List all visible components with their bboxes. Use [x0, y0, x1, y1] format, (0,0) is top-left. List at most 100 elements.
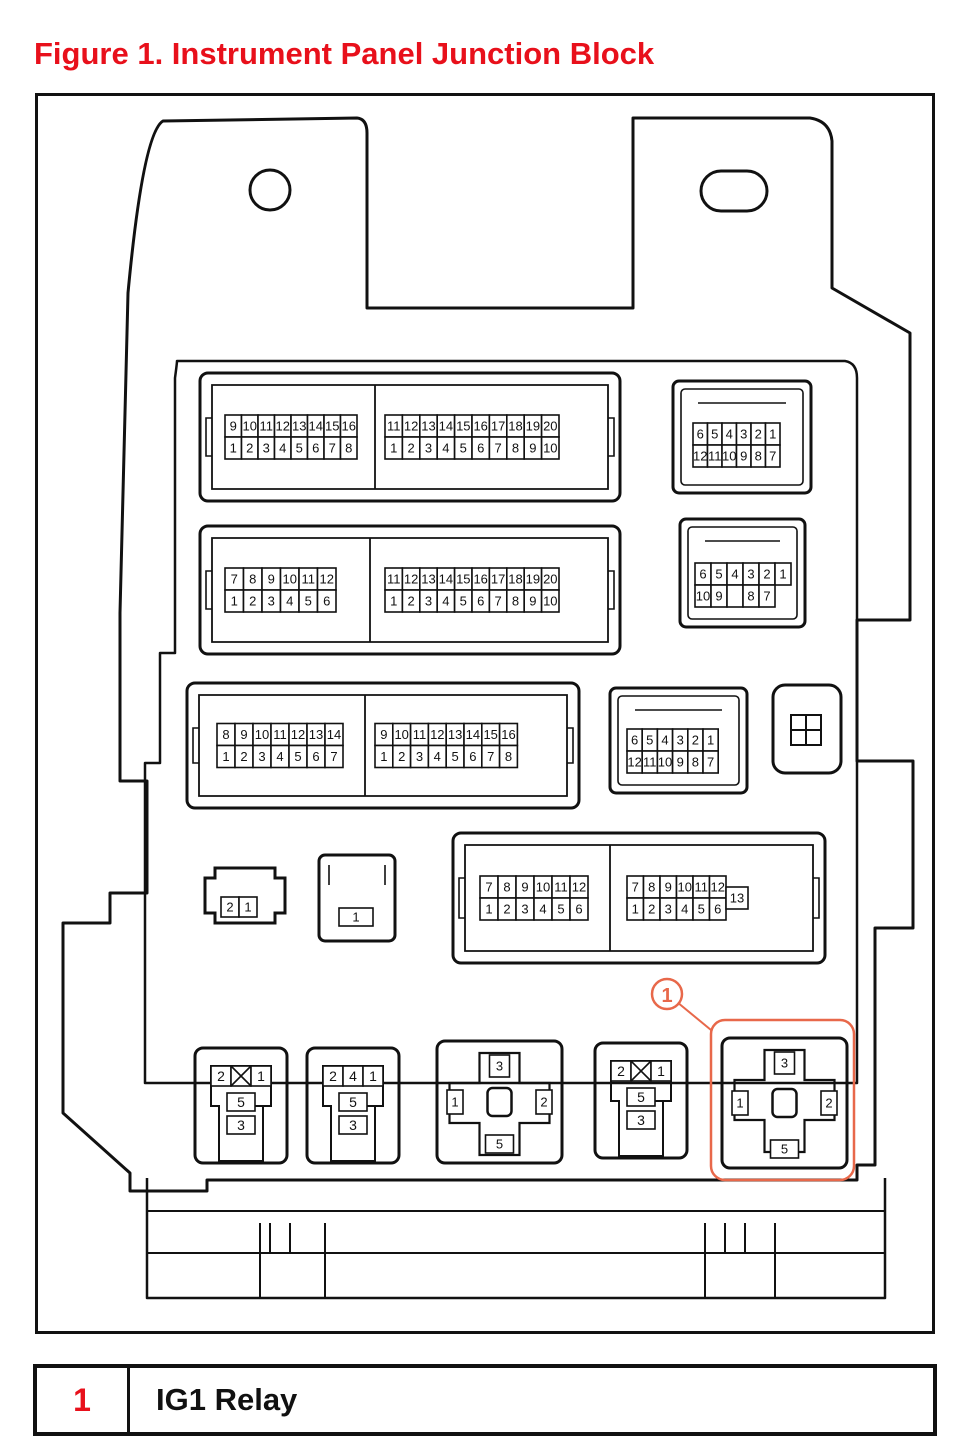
relay-center [771, 1087, 798, 1119]
pin-label: 7 [494, 441, 501, 456]
pin-cell [362, 1065, 384, 1087]
pin-label: 10 [658, 755, 672, 770]
relay-outer [193, 1046, 289, 1165]
pin-label: 1 [369, 1068, 377, 1084]
connector-outer [317, 853, 397, 943]
pin-label: 18 [508, 572, 522, 587]
pin-label: 15 [456, 572, 470, 587]
lower-tab [145, 1178, 887, 1300]
pin-label: 1 [779, 567, 786, 582]
legend-row: 1 IG1 Relay [35, 1366, 935, 1434]
pin-label: 4 [681, 902, 688, 917]
pin-label: 9 [380, 727, 387, 742]
pin-label: 8 [503, 880, 510, 895]
connector-inner [617, 695, 740, 786]
pin-label: 8 [648, 880, 655, 895]
connector-inner [680, 388, 804, 486]
pin-label: 10 [255, 727, 269, 742]
pin-label: 2 [249, 594, 256, 609]
pin-label: 3 [747, 567, 754, 582]
pin-label: 2 [503, 902, 510, 917]
pin-label: 12 [291, 727, 305, 742]
pin-label: 4 [279, 441, 286, 456]
pin-label: 7 [329, 441, 336, 456]
relay-outer [435, 1039, 564, 1165]
relay-body [733, 1048, 836, 1154]
pin-cell [540, 589, 560, 613]
pin-cell [650, 1060, 672, 1082]
relay-outer [305, 1046, 401, 1165]
pin-label: 4 [442, 441, 449, 456]
diagram-frame [35, 93, 935, 1334]
pin-cell [488, 1054, 511, 1078]
relay-body [448, 1051, 551, 1157]
pin-label: 1 [632, 902, 639, 917]
pin-label: 11 [302, 572, 316, 587]
pin-label: 12 [430, 727, 444, 742]
pin-label: 7 [769, 449, 776, 464]
pin-label: 5 [451, 749, 458, 764]
pin-label: 19 [526, 419, 540, 434]
pin-label: 10 [536, 880, 550, 895]
latch-right [813, 877, 820, 919]
pin-label: 7 [632, 880, 639, 895]
pin-cell [769, 1139, 800, 1159]
pin-label: 7 [330, 749, 337, 764]
pin-label: 1 [352, 910, 359, 925]
pin-label: 3 [496, 1059, 503, 1074]
pin-label: 10 [543, 594, 557, 609]
figure-title: Figure 1. Instrument Panel Junction Bloc… [34, 36, 655, 71]
pin-label: 5 [637, 1089, 645, 1105]
pin-label: 7 [231, 572, 238, 587]
pin-label: 6 [575, 902, 582, 917]
pin-label: 10 [543, 441, 557, 456]
pin-label: 3 [677, 733, 684, 748]
pin-label: 1 [222, 749, 229, 764]
relay-center [486, 1086, 513, 1118]
pin-label: 12 [320, 572, 334, 587]
pin-label: 11 [695, 880, 709, 895]
pin-cell [774, 562, 792, 586]
pin-label: 9 [529, 594, 536, 609]
pin-label: 3 [416, 749, 423, 764]
pin-label: 10 [722, 449, 736, 464]
pin-label: 10 [678, 880, 692, 895]
pin-label: 8 [755, 449, 762, 464]
callout-leader [676, 1001, 712, 1031]
pin-label: 9 [677, 755, 684, 770]
pin-label: 2 [246, 441, 253, 456]
pin-cell [226, 1092, 256, 1112]
pin-label: 5 [296, 441, 303, 456]
connector-inner [211, 537, 609, 643]
pin-label: 1 [485, 902, 492, 917]
pin-label: 12 [404, 572, 418, 587]
pin-label: 9 [240, 727, 247, 742]
pin-label: 5 [460, 441, 467, 456]
pin-label: 7 [487, 749, 494, 764]
pin-label: 3 [258, 749, 265, 764]
pin-label: 5 [305, 594, 312, 609]
pin-label: 7 [707, 755, 714, 770]
connector-grid-plug [771, 683, 843, 775]
pin-label: 12 [693, 449, 707, 464]
pin-label: 7 [485, 880, 492, 895]
pin-cell [250, 1065, 272, 1087]
pin-label: 1 [230, 441, 237, 456]
pin-cell [338, 907, 374, 927]
pin-label: 6 [477, 441, 484, 456]
pin-label: 1 [231, 594, 238, 609]
pin-label: 6 [714, 902, 721, 917]
pin-label: 19 [526, 572, 540, 587]
pin-label: 11 [413, 727, 427, 742]
pin-label: 1 [769, 427, 776, 442]
pin-label: 1 [390, 594, 397, 609]
pin-label: 2 [692, 733, 699, 748]
connector-key [328, 865, 386, 885]
pin-label: 12 [276, 419, 290, 434]
pin-label: 2 [217, 1068, 225, 1084]
